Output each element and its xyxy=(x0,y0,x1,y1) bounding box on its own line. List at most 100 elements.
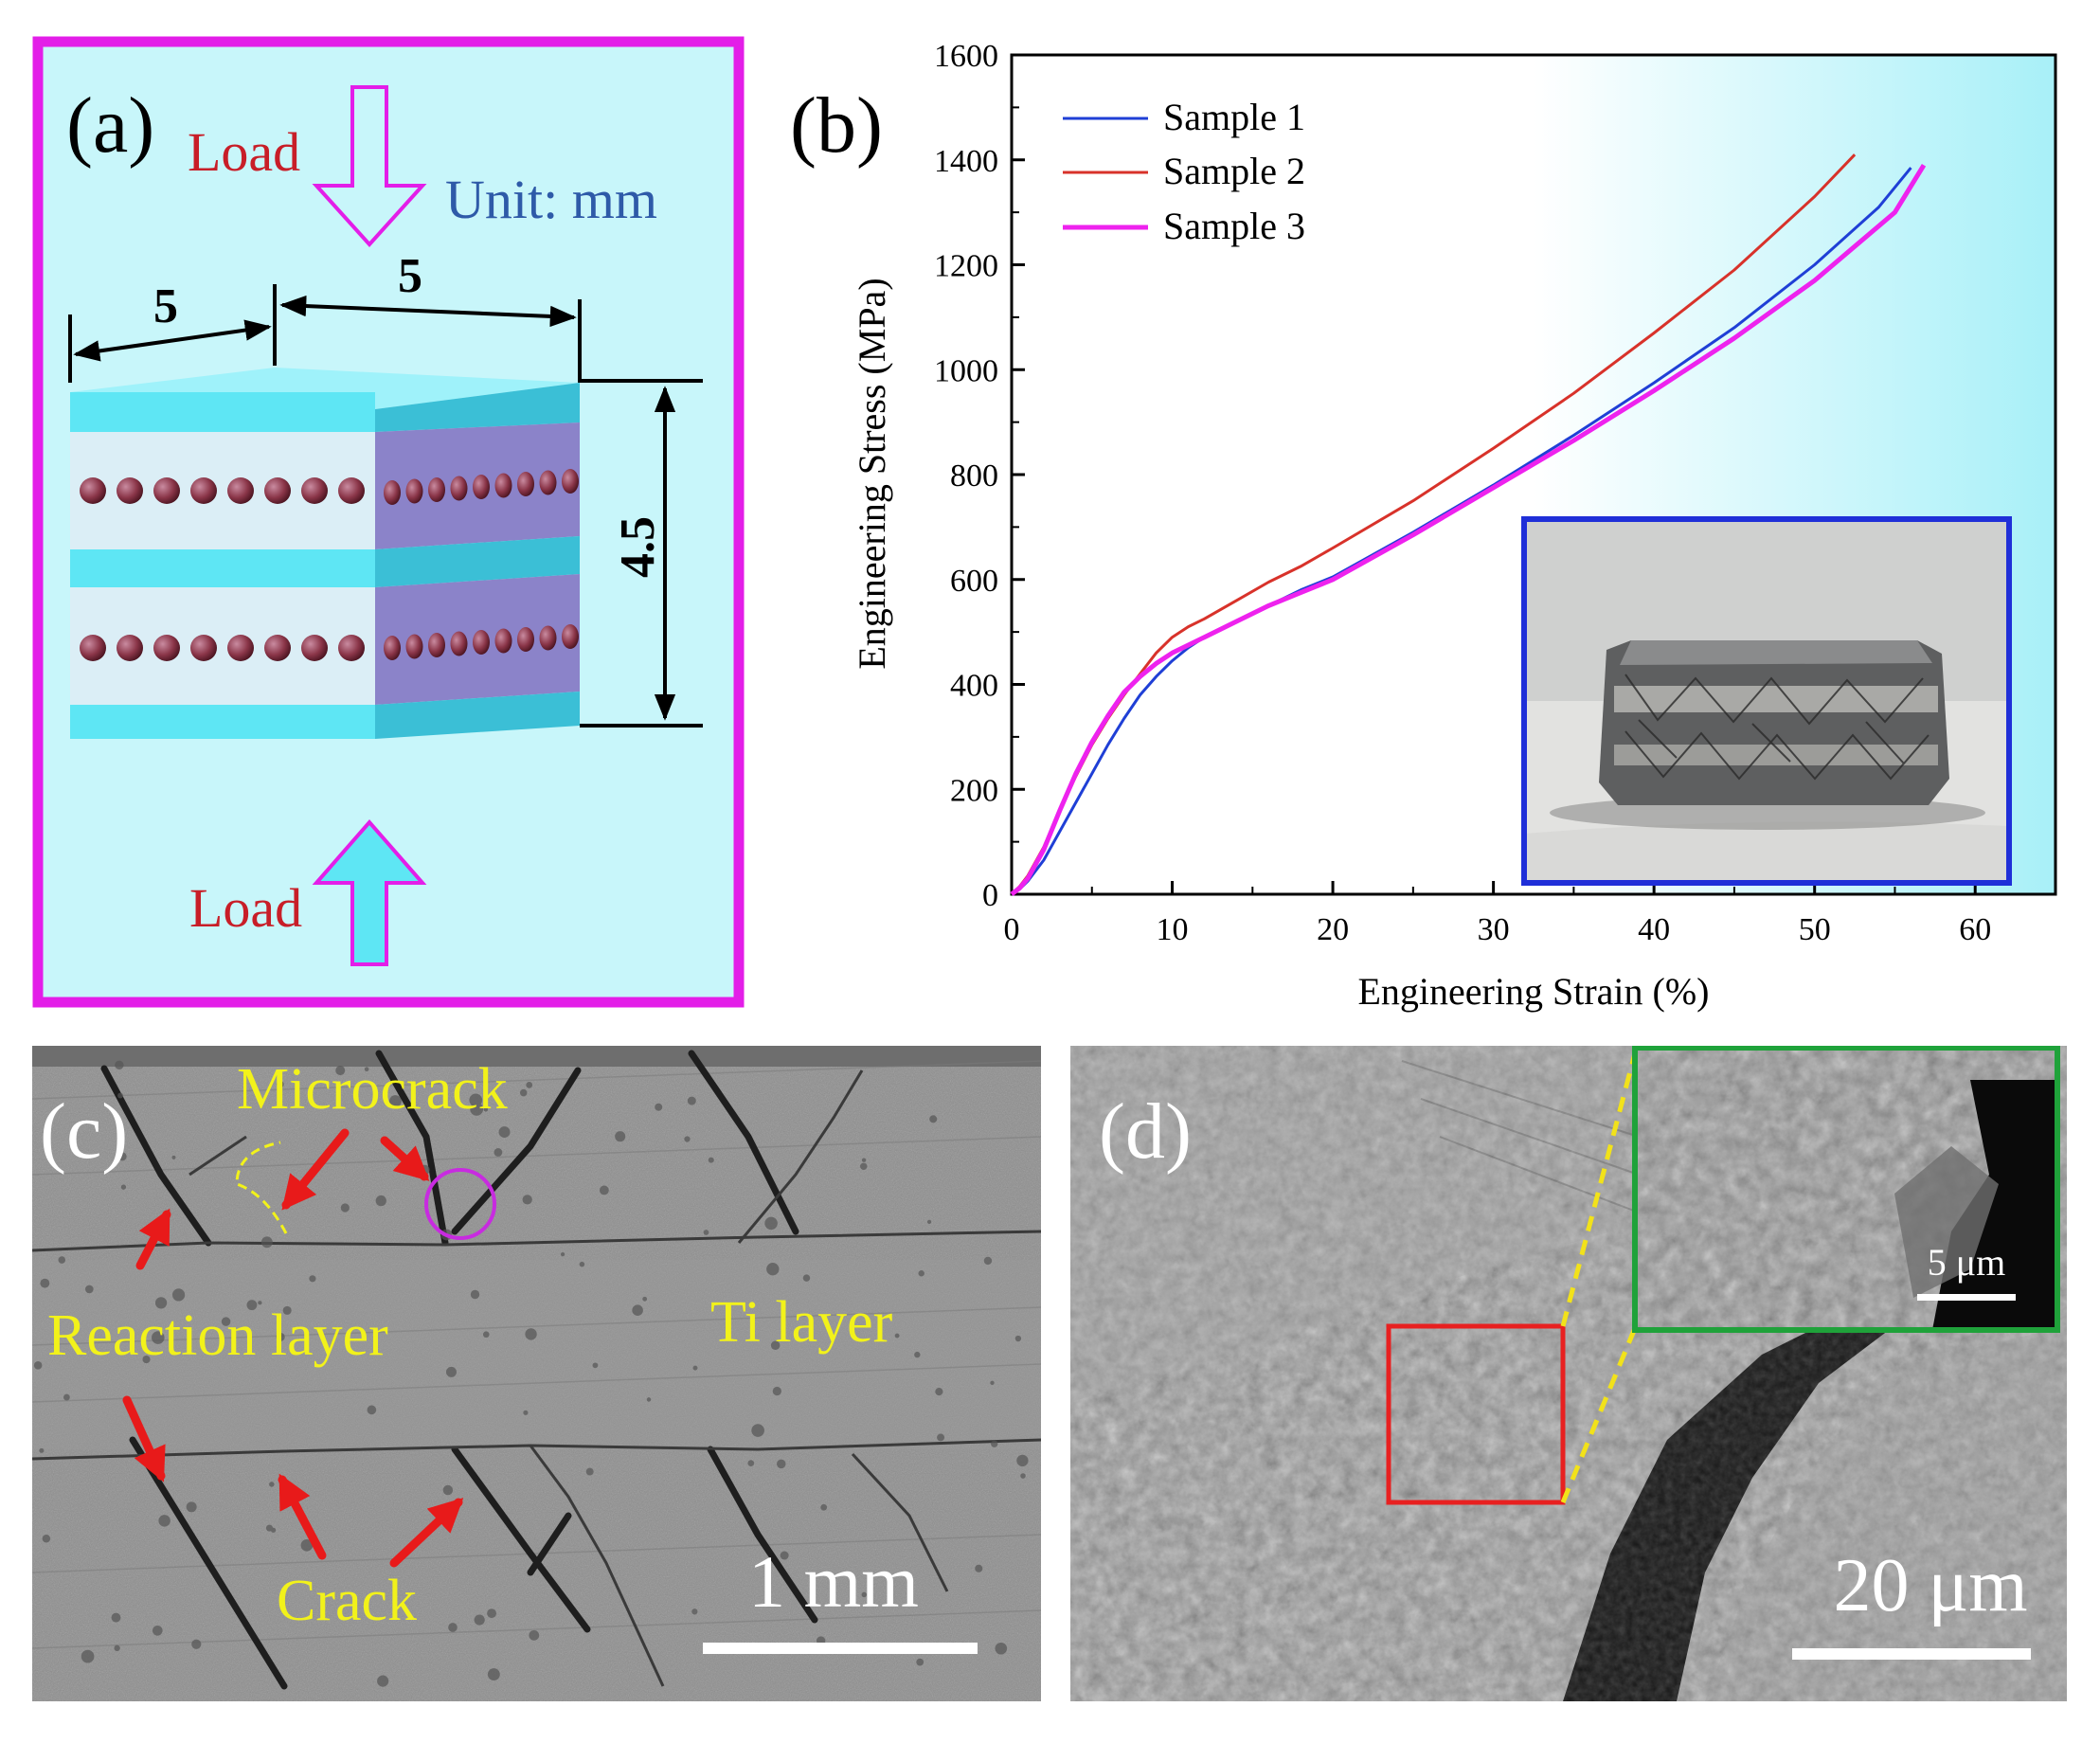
particle xyxy=(473,630,490,655)
particle xyxy=(227,635,254,661)
particle xyxy=(80,477,106,504)
particle xyxy=(562,469,579,494)
particle xyxy=(301,635,328,661)
particle xyxy=(494,473,512,498)
y-tick-label: 1400 xyxy=(934,144,998,179)
x-tick-label: 40 xyxy=(1638,912,1670,947)
y-tick-label: 400 xyxy=(950,669,998,704)
x-axis-label: Engineering Strain (%) xyxy=(1358,970,1710,1013)
particle xyxy=(190,635,217,661)
inset-scale-bar xyxy=(1917,1294,2016,1301)
laminate-block xyxy=(70,368,580,739)
x-tick-label: 10 xyxy=(1157,912,1189,947)
arrow-reaction-2 xyxy=(122,1395,166,1482)
particle xyxy=(450,631,468,656)
particle xyxy=(80,635,106,661)
particle xyxy=(264,477,291,504)
load-label-bottom: Load xyxy=(189,877,302,939)
reaction-layer-label: Reaction layer xyxy=(47,1303,388,1368)
particle xyxy=(153,477,180,504)
scale-bar-c xyxy=(703,1643,978,1654)
particle xyxy=(264,635,291,661)
particle xyxy=(405,478,423,504)
scale-bar-d xyxy=(1792,1648,2031,1660)
x-tick-label: 20 xyxy=(1317,912,1349,947)
panel-a-label: (a) xyxy=(66,81,154,170)
y-axis-label: Engineering Stress (MPa) xyxy=(851,278,893,669)
arrow-microcrack-1 xyxy=(281,1128,350,1211)
panel-a: (a) Load Unit: mm Load 5 5 4.5 xyxy=(32,36,745,1008)
particle xyxy=(384,636,401,660)
legend-label-sample-2: Sample 2 xyxy=(1163,150,1305,192)
legend-label-sample-1: Sample 1 xyxy=(1163,96,1305,138)
arrow-crack-2 xyxy=(389,1498,464,1568)
particle xyxy=(428,633,445,657)
particle xyxy=(473,475,490,499)
particle xyxy=(562,624,579,649)
particle xyxy=(153,635,180,661)
ti-layer-label: Ti layer xyxy=(710,1290,893,1355)
load-label-top: Load xyxy=(188,121,300,183)
dim-height: 4.5 xyxy=(611,516,665,578)
y-tick-label: 800 xyxy=(950,458,998,494)
microcrack-label: Microcrack xyxy=(237,1057,508,1122)
zoom-inset: 5 μm xyxy=(1632,1046,2060,1333)
x-tick-label: 0 xyxy=(1004,912,1020,947)
particle xyxy=(384,480,401,505)
reinforcement-particles xyxy=(80,469,579,661)
sample-photo-inset xyxy=(1521,516,2012,886)
panel-b-label: (b) xyxy=(790,81,883,170)
particle xyxy=(517,627,534,652)
particle xyxy=(117,635,143,661)
y-tick-label: 1200 xyxy=(934,249,998,284)
y-tick-label: 1000 xyxy=(934,353,998,388)
load-arrow-up-icon xyxy=(312,818,427,966)
connector-bottom xyxy=(1560,1327,1638,1503)
scale-bar-label-d: 20 μm xyxy=(1833,1544,2027,1627)
load-arrow-down-icon xyxy=(312,85,427,247)
particle xyxy=(539,470,557,495)
inset-frame-d xyxy=(1632,1046,2060,1333)
particle xyxy=(190,477,217,504)
inset-frame xyxy=(1521,516,2012,886)
particle xyxy=(301,477,328,504)
panel-c-label: (c) xyxy=(40,1087,128,1176)
dim-width-right: 5 xyxy=(398,249,422,303)
particle xyxy=(338,635,365,661)
particle xyxy=(117,477,143,504)
dim-width-left: 5 xyxy=(153,279,178,333)
legend: Sample 1 Sample 2 Sample 3 xyxy=(1063,96,1305,247)
dimension-lines xyxy=(68,284,703,728)
panel-d-label: (d) xyxy=(1099,1087,1192,1176)
arrow-reaction-1 xyxy=(135,1208,171,1270)
particle xyxy=(517,472,534,496)
y-tick-label: 600 xyxy=(950,564,998,599)
roi-box xyxy=(1386,1323,1566,1505)
particle xyxy=(494,628,512,654)
arrow-microcrack-2 xyxy=(380,1136,430,1181)
x-tick-label: 50 xyxy=(1799,912,1831,947)
legend-label-sample-3: Sample 3 xyxy=(1163,205,1305,247)
x-tick-label: 30 xyxy=(1478,912,1510,947)
particle xyxy=(539,625,557,651)
unit-label: Unit: mm xyxy=(445,169,657,230)
particle xyxy=(428,477,445,502)
crack-label: Crack xyxy=(277,1569,417,1633)
inset-scale-bar-label: 5 μm xyxy=(1928,1241,2006,1284)
particle xyxy=(227,477,254,504)
y-tick-label: 0 xyxy=(982,878,998,913)
scale-bar-label-c: 1 mm xyxy=(748,1540,919,1623)
particle xyxy=(450,476,468,501)
x-tick-label: 60 xyxy=(1959,912,1991,947)
y-tick-label: 200 xyxy=(950,773,998,808)
arrow-crack-1 xyxy=(278,1473,327,1560)
panel-d: 5 μm (d) 20 μm xyxy=(1070,1046,2067,1701)
microcrack-outline xyxy=(235,1141,288,1234)
particle xyxy=(405,634,423,659)
connector-top xyxy=(1560,1052,1638,1327)
y-tick-label: 1600 xyxy=(934,39,998,74)
stress-strain-curves xyxy=(1010,153,1927,896)
